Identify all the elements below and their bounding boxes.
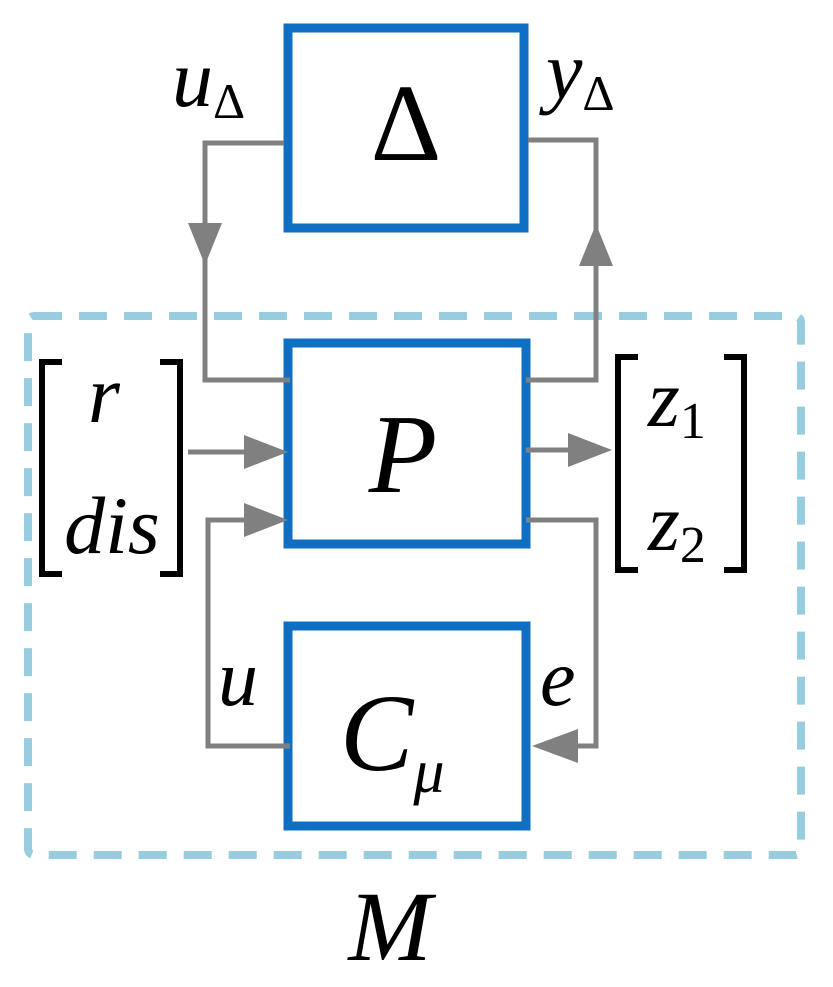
system-m-boundary <box>24 312 805 859</box>
output-z2: z2 <box>647 477 706 574</box>
e-arrowhead <box>532 729 578 763</box>
input-left-bracket <box>39 359 62 577</box>
input-r: r <box>88 349 121 440</box>
u-wire <box>205 517 290 749</box>
delta-block: Δ <box>283 23 529 233</box>
e-label: e <box>540 635 576 723</box>
plant-block: P <box>283 338 531 549</box>
output-right-bracket <box>724 354 747 573</box>
controller-label-subscript: μ <box>412 738 444 806</box>
u-label: u <box>218 635 258 723</box>
input-right-bracket <box>160 359 183 577</box>
u-delta-label: uΔ <box>172 33 245 129</box>
e-wire <box>526 517 599 749</box>
input-dis: dis <box>64 480 160 571</box>
u-delta-arrowhead <box>188 223 222 265</box>
boundary-label: M <box>346 871 436 982</box>
output-z1: z1 <box>647 353 706 450</box>
y-delta-label: yΔ <box>539 25 615 121</box>
controller-block-label: Cμ <box>340 672 445 806</box>
output-vector: z1 z2 <box>615 353 747 574</box>
u-delta-wire <box>202 140 290 383</box>
controller-block: Cμ <box>283 621 531 831</box>
controller-label-main: C <box>340 672 415 794</box>
input-arrowhead <box>244 435 288 469</box>
output-left-bracket <box>615 354 638 573</box>
plant-block-label: P <box>368 393 437 517</box>
y-delta-arrowhead <box>579 224 613 266</box>
delta-block-label: Δ <box>371 62 442 184</box>
input-vector: r dis <box>39 349 183 577</box>
u-arrowhead <box>244 503 288 537</box>
output-arrowhead <box>568 433 612 467</box>
